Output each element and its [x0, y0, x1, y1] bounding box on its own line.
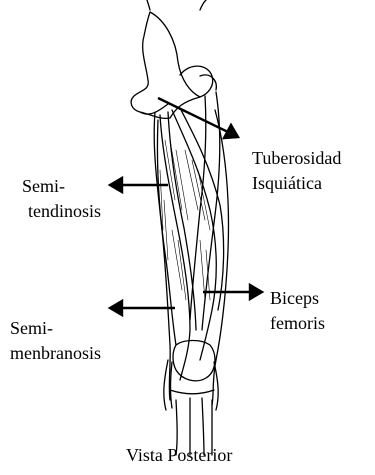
semitendinosis-arrowhead	[110, 178, 122, 192]
semimembranosis-label-line1: Semi-	[10, 318, 101, 339]
caption: Vista Posterior	[126, 445, 232, 466]
femur-neck	[200, 75, 216, 90]
biceps-arrowhead	[250, 285, 262, 299]
tuberosidad-label: Tuberosidad Isquiática	[252, 148, 341, 194]
semitendinosis-label-line2: tendinosis	[22, 201, 101, 222]
semitendinosis-label-line1: Semi-	[22, 176, 101, 197]
semimembranosis-label: Semi- menbranosis	[10, 318, 101, 364]
biceps-label-line1: Biceps	[270, 288, 325, 309]
semimembranosis-label-line2: menbranosis	[10, 343, 101, 364]
semimembranosis-arrowhead	[110, 301, 122, 315]
tuberosidad-label-line1: Tuberosidad	[252, 148, 341, 169]
semitendinosis-label: Semi- tendinosis	[22, 176, 101, 222]
knee-outline	[173, 340, 215, 380]
tuberosidad-label-line2: Isquiática	[252, 173, 341, 194]
semimembranosus-muscle	[157, 120, 176, 345]
biceps-label: Biceps femoris	[270, 288, 325, 334]
biceps-label-line2: femoris	[270, 313, 325, 334]
